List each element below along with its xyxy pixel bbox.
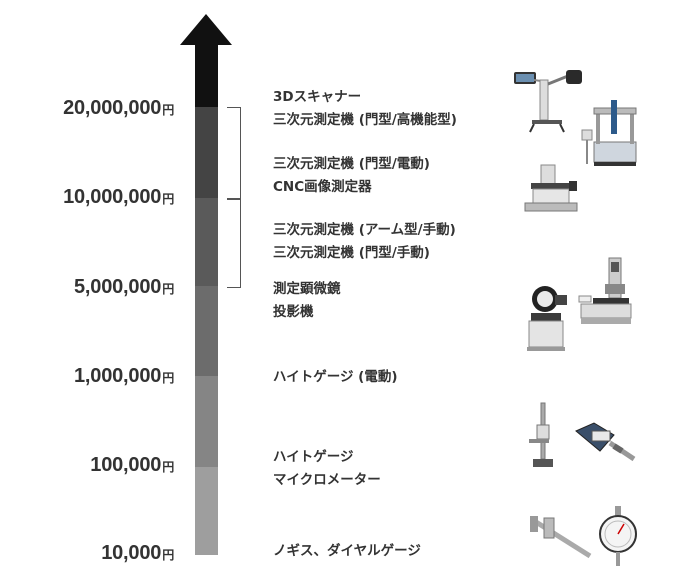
scale-segment-4 [195, 286, 218, 376]
dial-gauge-icon [599, 506, 637, 566]
scale-segment-6 [195, 467, 218, 555]
scale-segment-1 [195, 44, 218, 107]
caliper-icon [530, 516, 592, 559]
category-height-gauge-micrometer: ハイトゲージマイクロメーター [273, 449, 381, 488]
price-tick: 10,000円 [101, 542, 174, 564]
price-tick: 10,000,000円 [63, 186, 174, 208]
category-cmm-manual: 三次元測定機 (アーム型/手動)三次元測定機 (門型/手動) [273, 222, 456, 261]
price-tick: 5,000,000円 [74, 276, 174, 298]
scale-segment-3 [195, 198, 218, 286]
3d-scanner-icon [514, 70, 582, 133]
arrow-head [180, 14, 232, 45]
height-gauge-icon [529, 402, 553, 467]
category-cmm-cnc: 三次元測定機 (門型/電動)CNC画像測定器 [273, 156, 430, 195]
category-high-end-3d: 3Dスキャナー三次元測定機 (門型/高機能型) [273, 89, 457, 128]
scale-segment-2 [195, 107, 218, 198]
profile-projector-icon [527, 286, 567, 351]
cmm-bridge-icon [581, 100, 637, 166]
category-microscope-projector: 測定顕微鏡投影機 [273, 281, 341, 320]
price-tick: 100,000円 [90, 454, 174, 476]
category-caliper-dial-gauge: ノギス、ダイヤルゲージ [273, 543, 421, 559]
range-bracket-upper [227, 107, 241, 200]
price-tick: 1,000,000円 [74, 365, 174, 387]
price-tick: 20,000,000円 [63, 97, 174, 119]
measuring-microscope-icon [578, 257, 632, 324]
scale-segment-5 [195, 376, 218, 467]
micrometer-icon [575, 422, 636, 462]
cnc-vision-measuring-icon [524, 164, 578, 212]
range-bracket-lower [227, 198, 241, 288]
category-electric-height-gauge: ハイトゲージ (電動) [273, 369, 398, 385]
